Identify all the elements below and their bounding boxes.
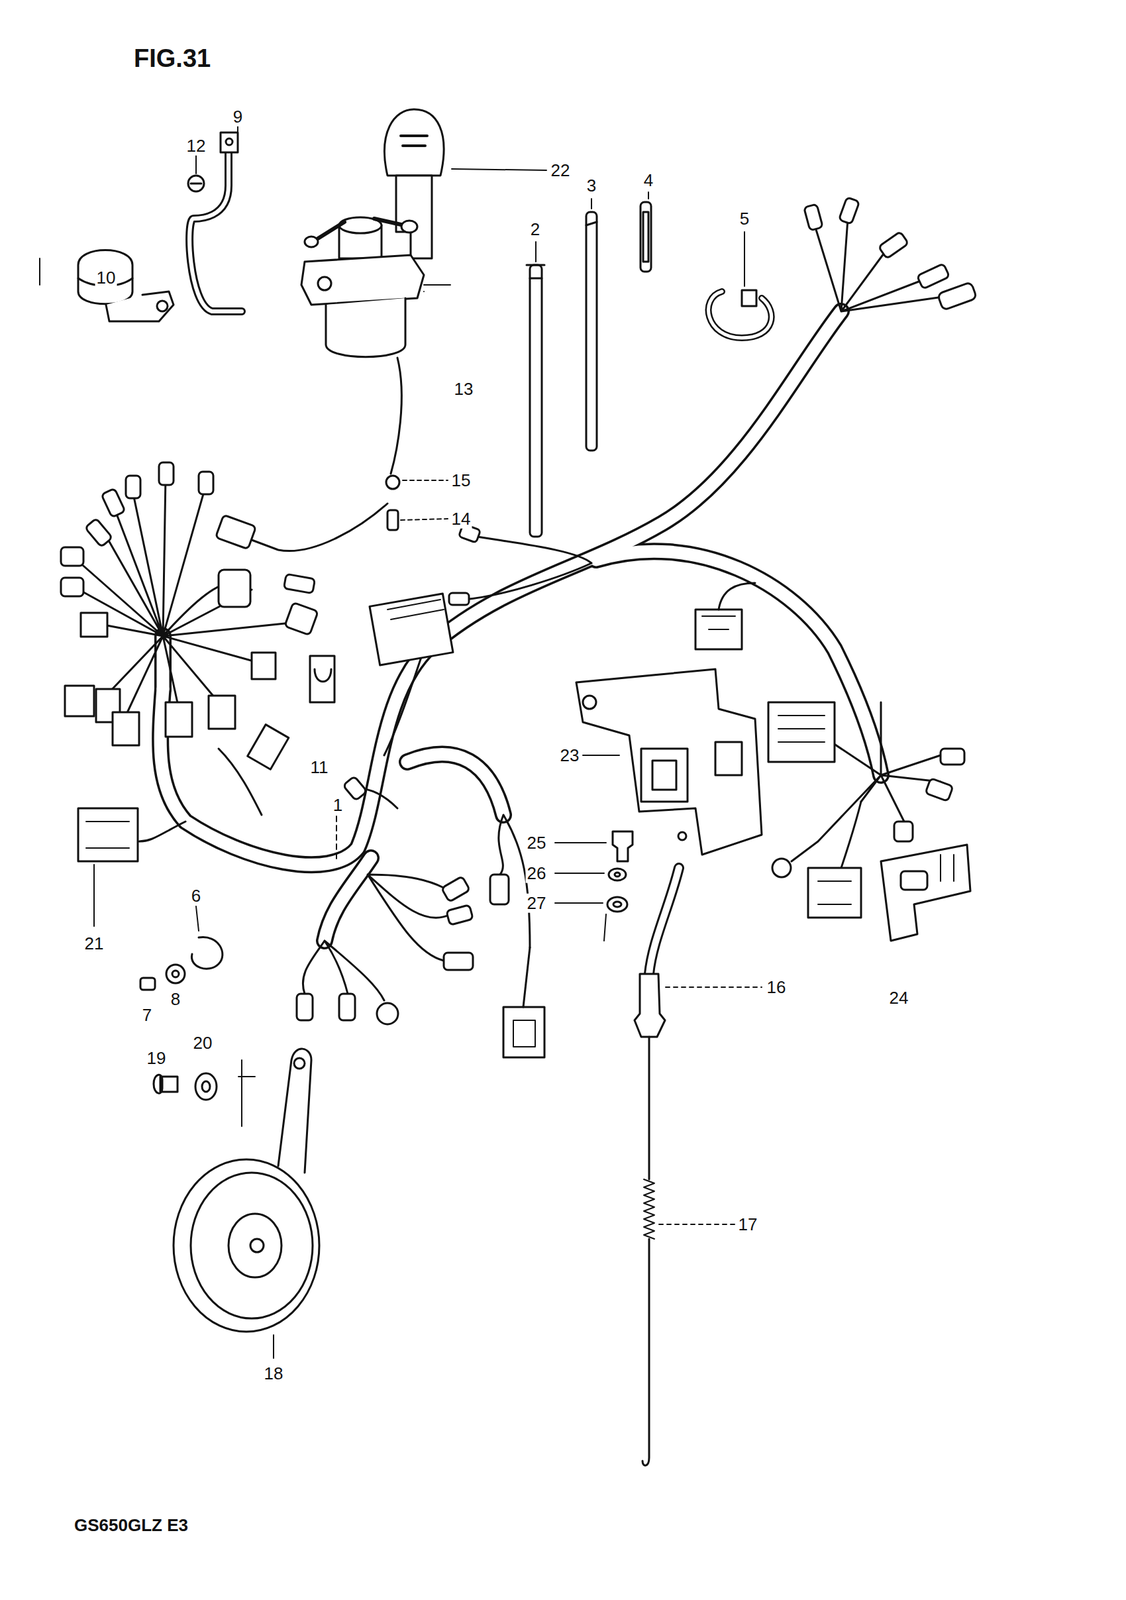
model-code: GS650GLZ E3 xyxy=(72,1515,190,1535)
callout-number: 4 xyxy=(642,170,655,191)
callout-number: 12 xyxy=(185,136,208,156)
callout-number: 25 xyxy=(525,833,548,853)
callout-number: 26 xyxy=(525,863,548,883)
callout-number: 13 xyxy=(453,379,475,399)
callout-number: 3 xyxy=(585,176,598,196)
callout-number: 14 xyxy=(450,509,473,529)
callout-number: 5 xyxy=(738,209,751,229)
figure-title: FIG.31 xyxy=(132,45,212,73)
callout-number: 22 xyxy=(549,160,572,181)
callout-number: 15 xyxy=(450,470,473,491)
callout-number: 8 xyxy=(169,989,182,1009)
callout-number: 2 xyxy=(529,219,542,240)
callout-number: 19 xyxy=(145,1048,168,1068)
callout-number: 11 xyxy=(309,757,330,777)
callout-number: 10 xyxy=(95,268,118,288)
callout-number: 21 xyxy=(83,933,106,954)
callout-number: 24 xyxy=(888,988,911,1008)
callout-number: 17 xyxy=(737,1214,760,1234)
callout-number: 7 xyxy=(141,1005,154,1025)
callout-number: 9 xyxy=(231,107,244,127)
callout-number: 16 xyxy=(765,977,788,997)
callout-number: 18 xyxy=(262,1363,285,1383)
callout-number: 23 xyxy=(559,745,581,766)
callout-number: 6 xyxy=(190,886,203,906)
callout-number: 27 xyxy=(525,893,548,913)
callout-number: 1 xyxy=(331,795,344,815)
callout-number: 20 xyxy=(192,1033,214,1053)
